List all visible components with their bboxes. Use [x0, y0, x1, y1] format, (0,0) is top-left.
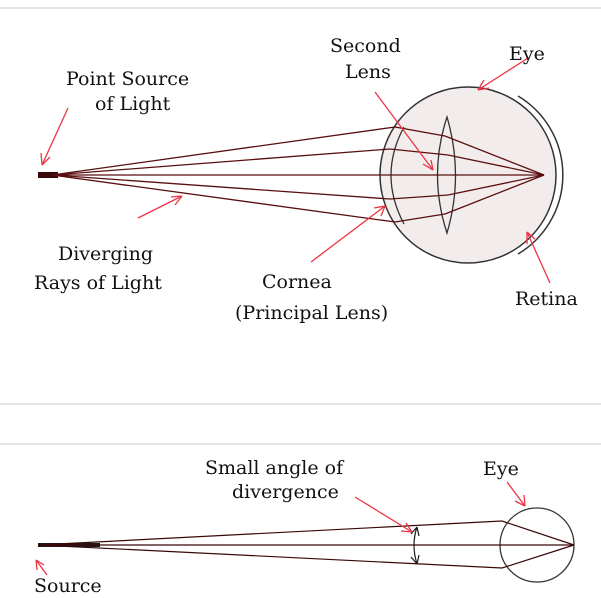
label-diverging-2: Rays of Light: [34, 272, 162, 294]
label-cornea-2: (Principal Lens): [235, 302, 388, 324]
label-cornea-1: Cornea: [262, 271, 332, 293]
bottom-diagram: Small angle of divergence Eye Source: [34, 457, 574, 597]
label-point-source-2: of Light: [95, 93, 171, 115]
bottom-rays: [38, 521, 574, 568]
diverging-rays: [52, 127, 395, 222]
label-second-lens-1: Second: [330, 35, 401, 57]
label-diverging-1: Diverging: [58, 243, 153, 265]
label-retina: Retina: [515, 288, 578, 310]
label-second-lens-2: Lens: [345, 61, 391, 83]
top-diagram: Point Source of Light Second Lens Eye Di…: [34, 35, 578, 324]
label-point-source-1: Point Source: [66, 68, 189, 90]
label-eye: Eye: [509, 43, 545, 65]
label-bottom-eye: Eye: [483, 458, 519, 480]
label-source: Source: [34, 575, 102, 597]
label-small-angle-2: divergence: [232, 481, 339, 503]
label-small-angle-1: Small angle of: [205, 457, 345, 479]
